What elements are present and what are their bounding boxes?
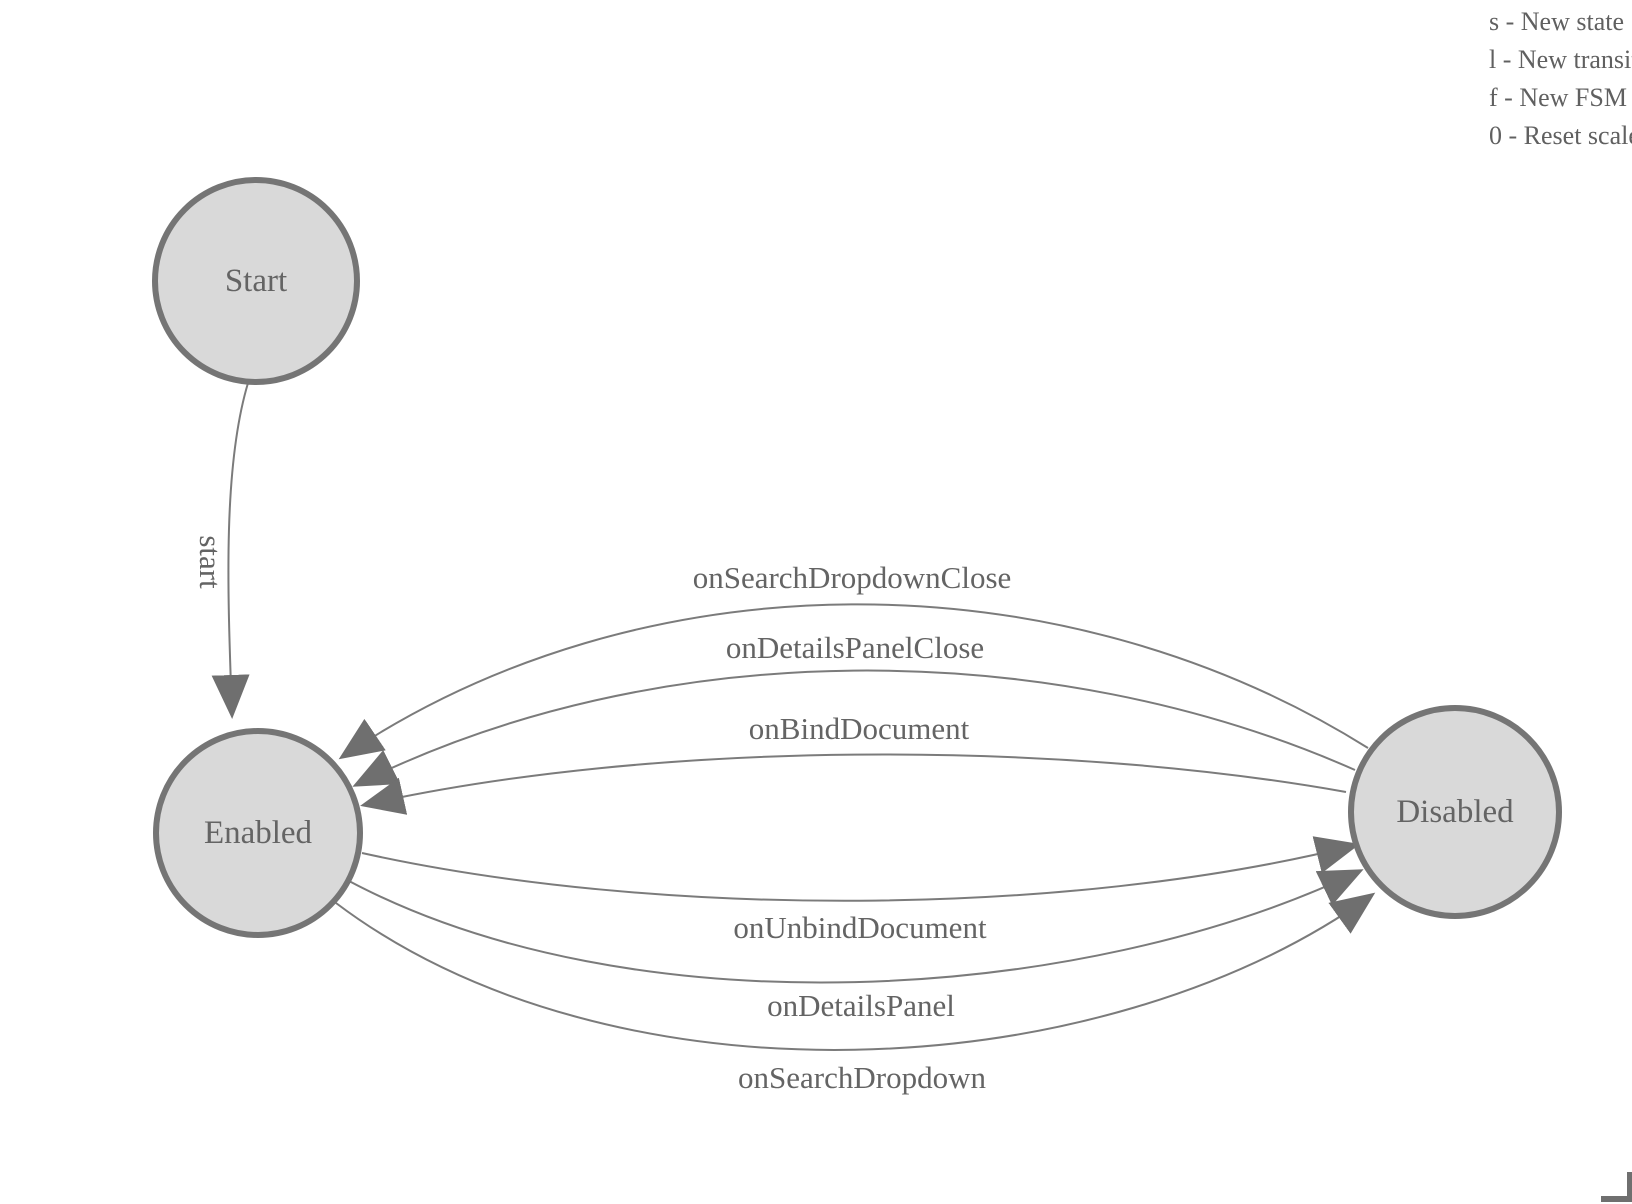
- transition-edge-onBindDocument[interactable]: [360, 753, 1347, 815]
- transition-edge-onSearchDropdownClose[interactable]: [338, 603, 1369, 760]
- transition-edge-onSearchDropdown[interactable]: [335, 892, 1376, 1051]
- state-label: Disabled: [1396, 794, 1514, 830]
- transition-edge-onDetailsPanelClose[interactable]: [352, 669, 1356, 787]
- edge-label-onBindDocument: onBindDocument: [749, 711, 970, 746]
- edge-label-onDetailsPanelClose: onDetailsPanelClose: [726, 630, 984, 665]
- transition-edge-onDetailsPanel[interactable]: [348, 869, 1364, 984]
- state-node-enabled[interactable]: Enabled: [153, 728, 363, 938]
- state-circle: [152, 177, 360, 385]
- state-label: Start: [225, 263, 287, 299]
- transition-edge-onUnbindDocument[interactable]: [361, 836, 1360, 902]
- legend-line-new-fsm: f - New FSM: [1489, 83, 1627, 112]
- edge-label-onSearchDropdownClose: onSearchDropdownClose: [693, 560, 1012, 595]
- edge-label-onUnbindDocument: onUnbindDocument: [733, 910, 987, 945]
- paper-corner-marker: [1601, 1172, 1632, 1202]
- state-label: Enabled: [204, 815, 313, 851]
- state-circle: [153, 728, 363, 938]
- edge-label-onSearchDropdown: onSearchDropdown: [738, 1060, 986, 1095]
- state-circle: [1348, 705, 1562, 919]
- state-node-start[interactable]: Start: [152, 177, 360, 385]
- legend-line-new-state: s - New state: [1489, 7, 1625, 36]
- transition-edge-start[interactable]: [211, 382, 250, 719]
- legend-line-new-transition: l - New transition: [1489, 45, 1632, 74]
- legend: s - New state l - New transition f - New…: [1489, 3, 1632, 155]
- legend-line-reset-scale: 0 - Reset scale: [1489, 121, 1632, 150]
- edge-label-onDetailsPanel: onDetailsPanel: [767, 988, 955, 1023]
- edge-label-start: start: [193, 535, 228, 589]
- state-node-disabled[interactable]: Disabled: [1348, 705, 1562, 919]
